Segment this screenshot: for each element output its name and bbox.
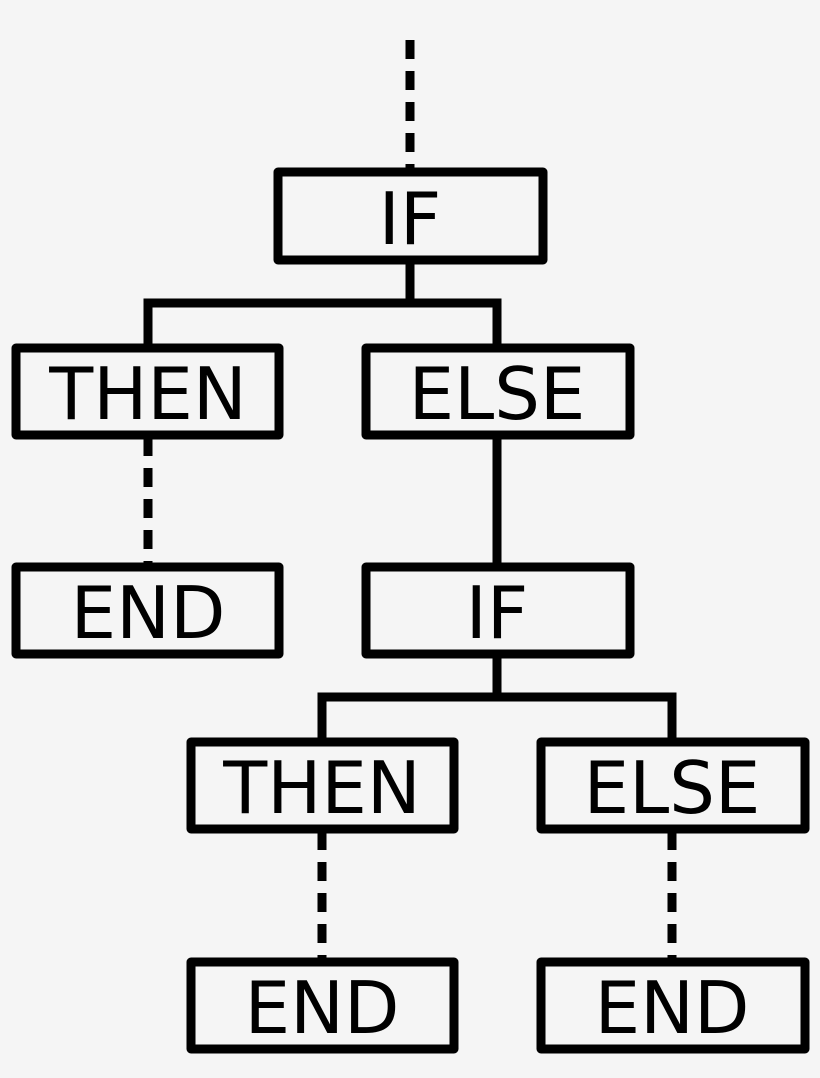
node-label: ELSE — [409, 352, 586, 436]
node-if-root: IF — [273, 167, 548, 265]
edge-nested-if-to-else — [497, 692, 677, 740]
edges — [143, 40, 677, 960]
node-label: THEN — [222, 746, 420, 830]
edge-nested-if-to-then — [317, 656, 502, 740]
node-end-3: END — [536, 957, 810, 1054]
node-else-2: ELSE — [536, 737, 810, 834]
node-end-1: END — [11, 562, 284, 659]
node-label: IF — [466, 571, 529, 655]
node-label: END — [71, 571, 226, 655]
node-end-2: END — [186, 957, 459, 1054]
edge-if-to-then — [143, 262, 415, 346]
node-then-1: THEN — [11, 343, 284, 440]
node-label: IF — [379, 177, 442, 261]
edge-if-to-else — [410, 298, 502, 346]
node-label: THEN — [48, 352, 246, 436]
node-if-nested: IF — [361, 562, 635, 659]
node-then-2: THEN — [186, 737, 459, 834]
node-label: ELSE — [584, 746, 761, 830]
node-else-1: ELSE — [361, 343, 635, 440]
node-label: END — [245, 966, 400, 1050]
node-label: END — [595, 966, 750, 1050]
